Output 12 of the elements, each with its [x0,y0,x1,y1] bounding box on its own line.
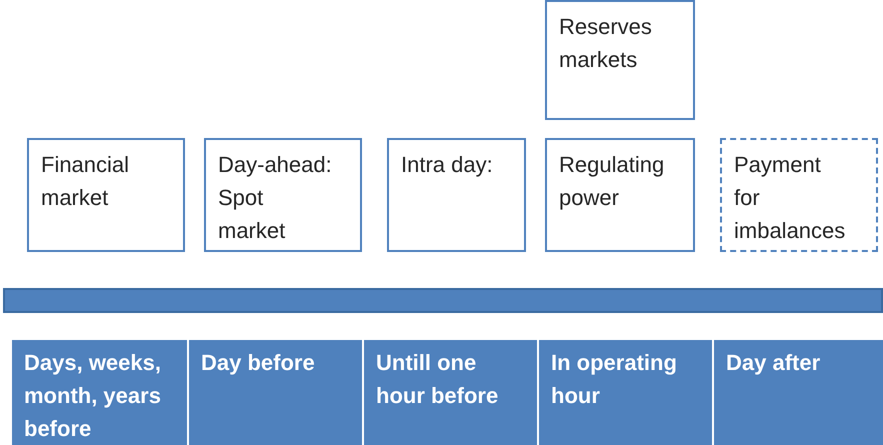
timeline-cell: Day before [187,340,362,445]
timeline-cell: In operating hour [537,340,712,445]
market-box: Financial market [27,138,185,252]
market-box: Reserves markets [545,0,695,120]
market-box: Intra day: [387,138,526,252]
market-box: Day-ahead: Spot market [204,138,362,252]
dashed-market-box: Payment for imbalances [720,138,878,252]
timeline-cell: Days, weeks, month, years before [10,340,187,445]
timeline-cell: Untill one hour before [362,340,537,445]
timeline-bar [3,288,883,313]
market-box: Regulating power [545,138,695,252]
timeline-cell: Day after [712,340,883,445]
